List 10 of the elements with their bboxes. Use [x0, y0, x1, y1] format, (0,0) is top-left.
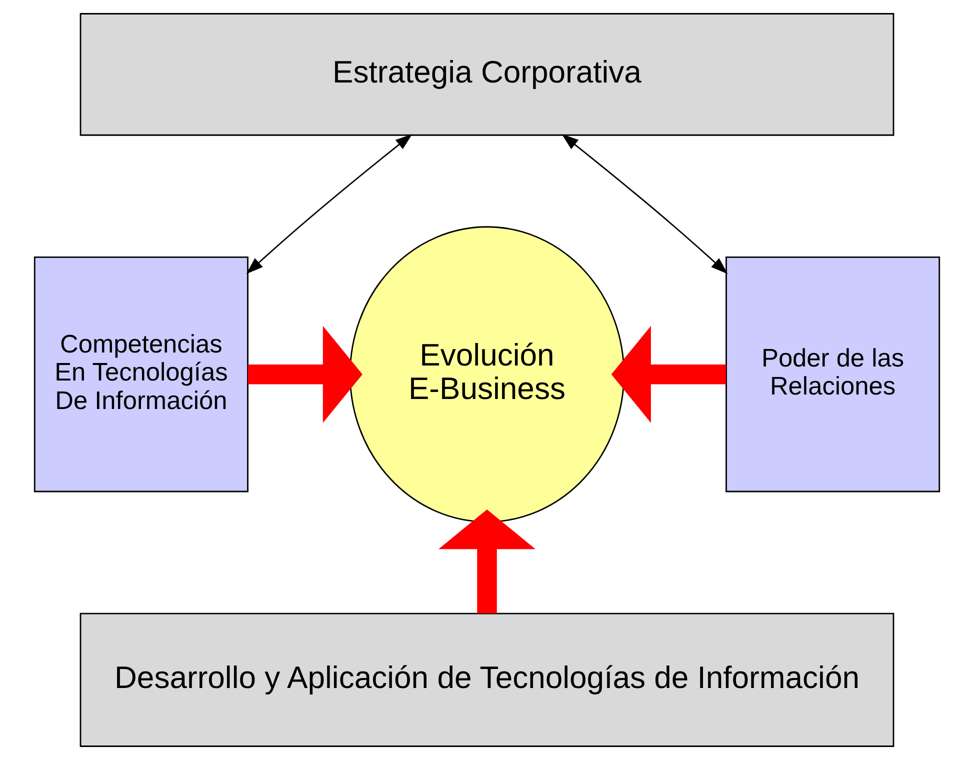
node-circle: Evolución E-Business [348, 226, 624, 523]
arrow [246, 134, 412, 274]
arrow [247, 326, 362, 423]
node-box: Poder de las Relaciones [725, 256, 940, 492]
node-box: Desarrollo y Aplicación de Tecnologías de Información [79, 612, 894, 747]
arrow [610, 326, 726, 423]
arrow [438, 510, 535, 614]
node-box: Estrategia Corporativa [79, 13, 894, 136]
arrow [561, 134, 728, 274]
node-box: Competencias En Tecnologías De Información [33, 256, 248, 492]
